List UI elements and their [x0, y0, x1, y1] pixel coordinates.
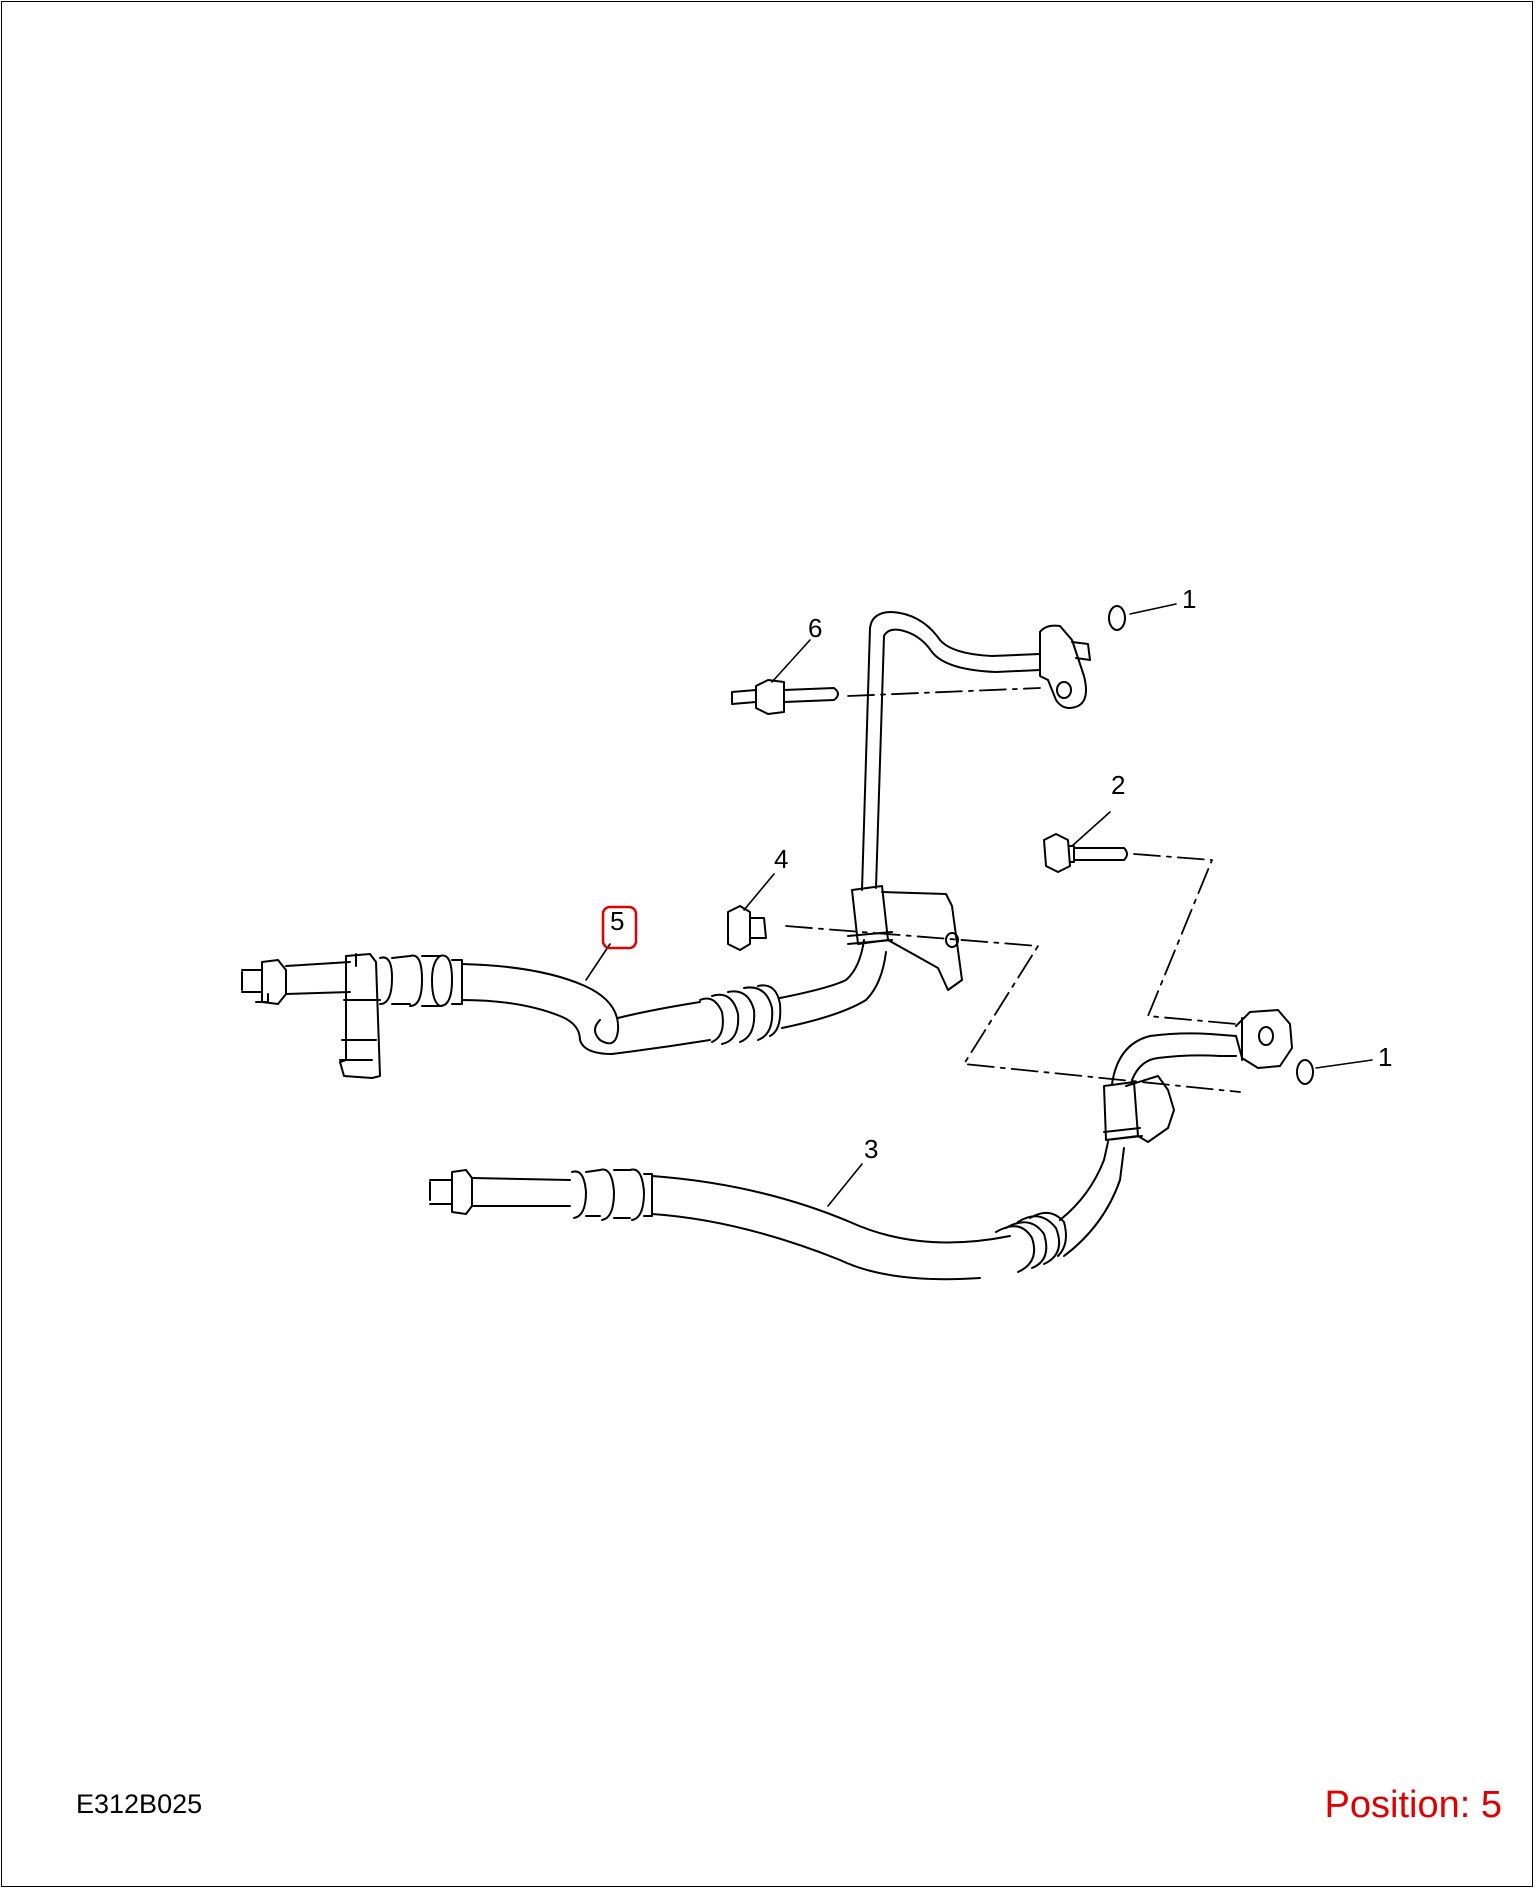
callout-6[interactable]: 6: [808, 613, 822, 643]
callout-4[interactable]: 4: [774, 844, 788, 874]
position-indicator: Position: 5: [1324, 1784, 1502, 1826]
alignment-lines: [785, 687, 1241, 1093]
callout-1-upper[interactable]: 1: [1182, 584, 1196, 614]
callout-5[interactable]: 5: [610, 906, 624, 936]
leader-lines: [585, 603, 1373, 1207]
hose-assembly-part-5[interactable]: [241, 611, 1091, 1079]
callout-3[interactable]: 3: [864, 1134, 878, 1164]
callout-1-lower[interactable]: 1: [1378, 1042, 1392, 1072]
diagram-id-label: E312B025: [76, 1789, 203, 1819]
bolt-part-6[interactable]: [731, 679, 839, 715]
hose-assembly-part-3[interactable]: [429, 1009, 1293, 1281]
bolt-part-2[interactable]: [1043, 833, 1128, 873]
o-ring-part-1-lower[interactable]: [1296, 1059, 1314, 1085]
o-ring-part-1-upper[interactable]: [1108, 605, 1126, 631]
bolt-part-4[interactable]: [727, 905, 767, 951]
callout-2[interactable]: 2: [1111, 770, 1125, 800]
selected-callout-highlight: [601, 905, 638, 950]
